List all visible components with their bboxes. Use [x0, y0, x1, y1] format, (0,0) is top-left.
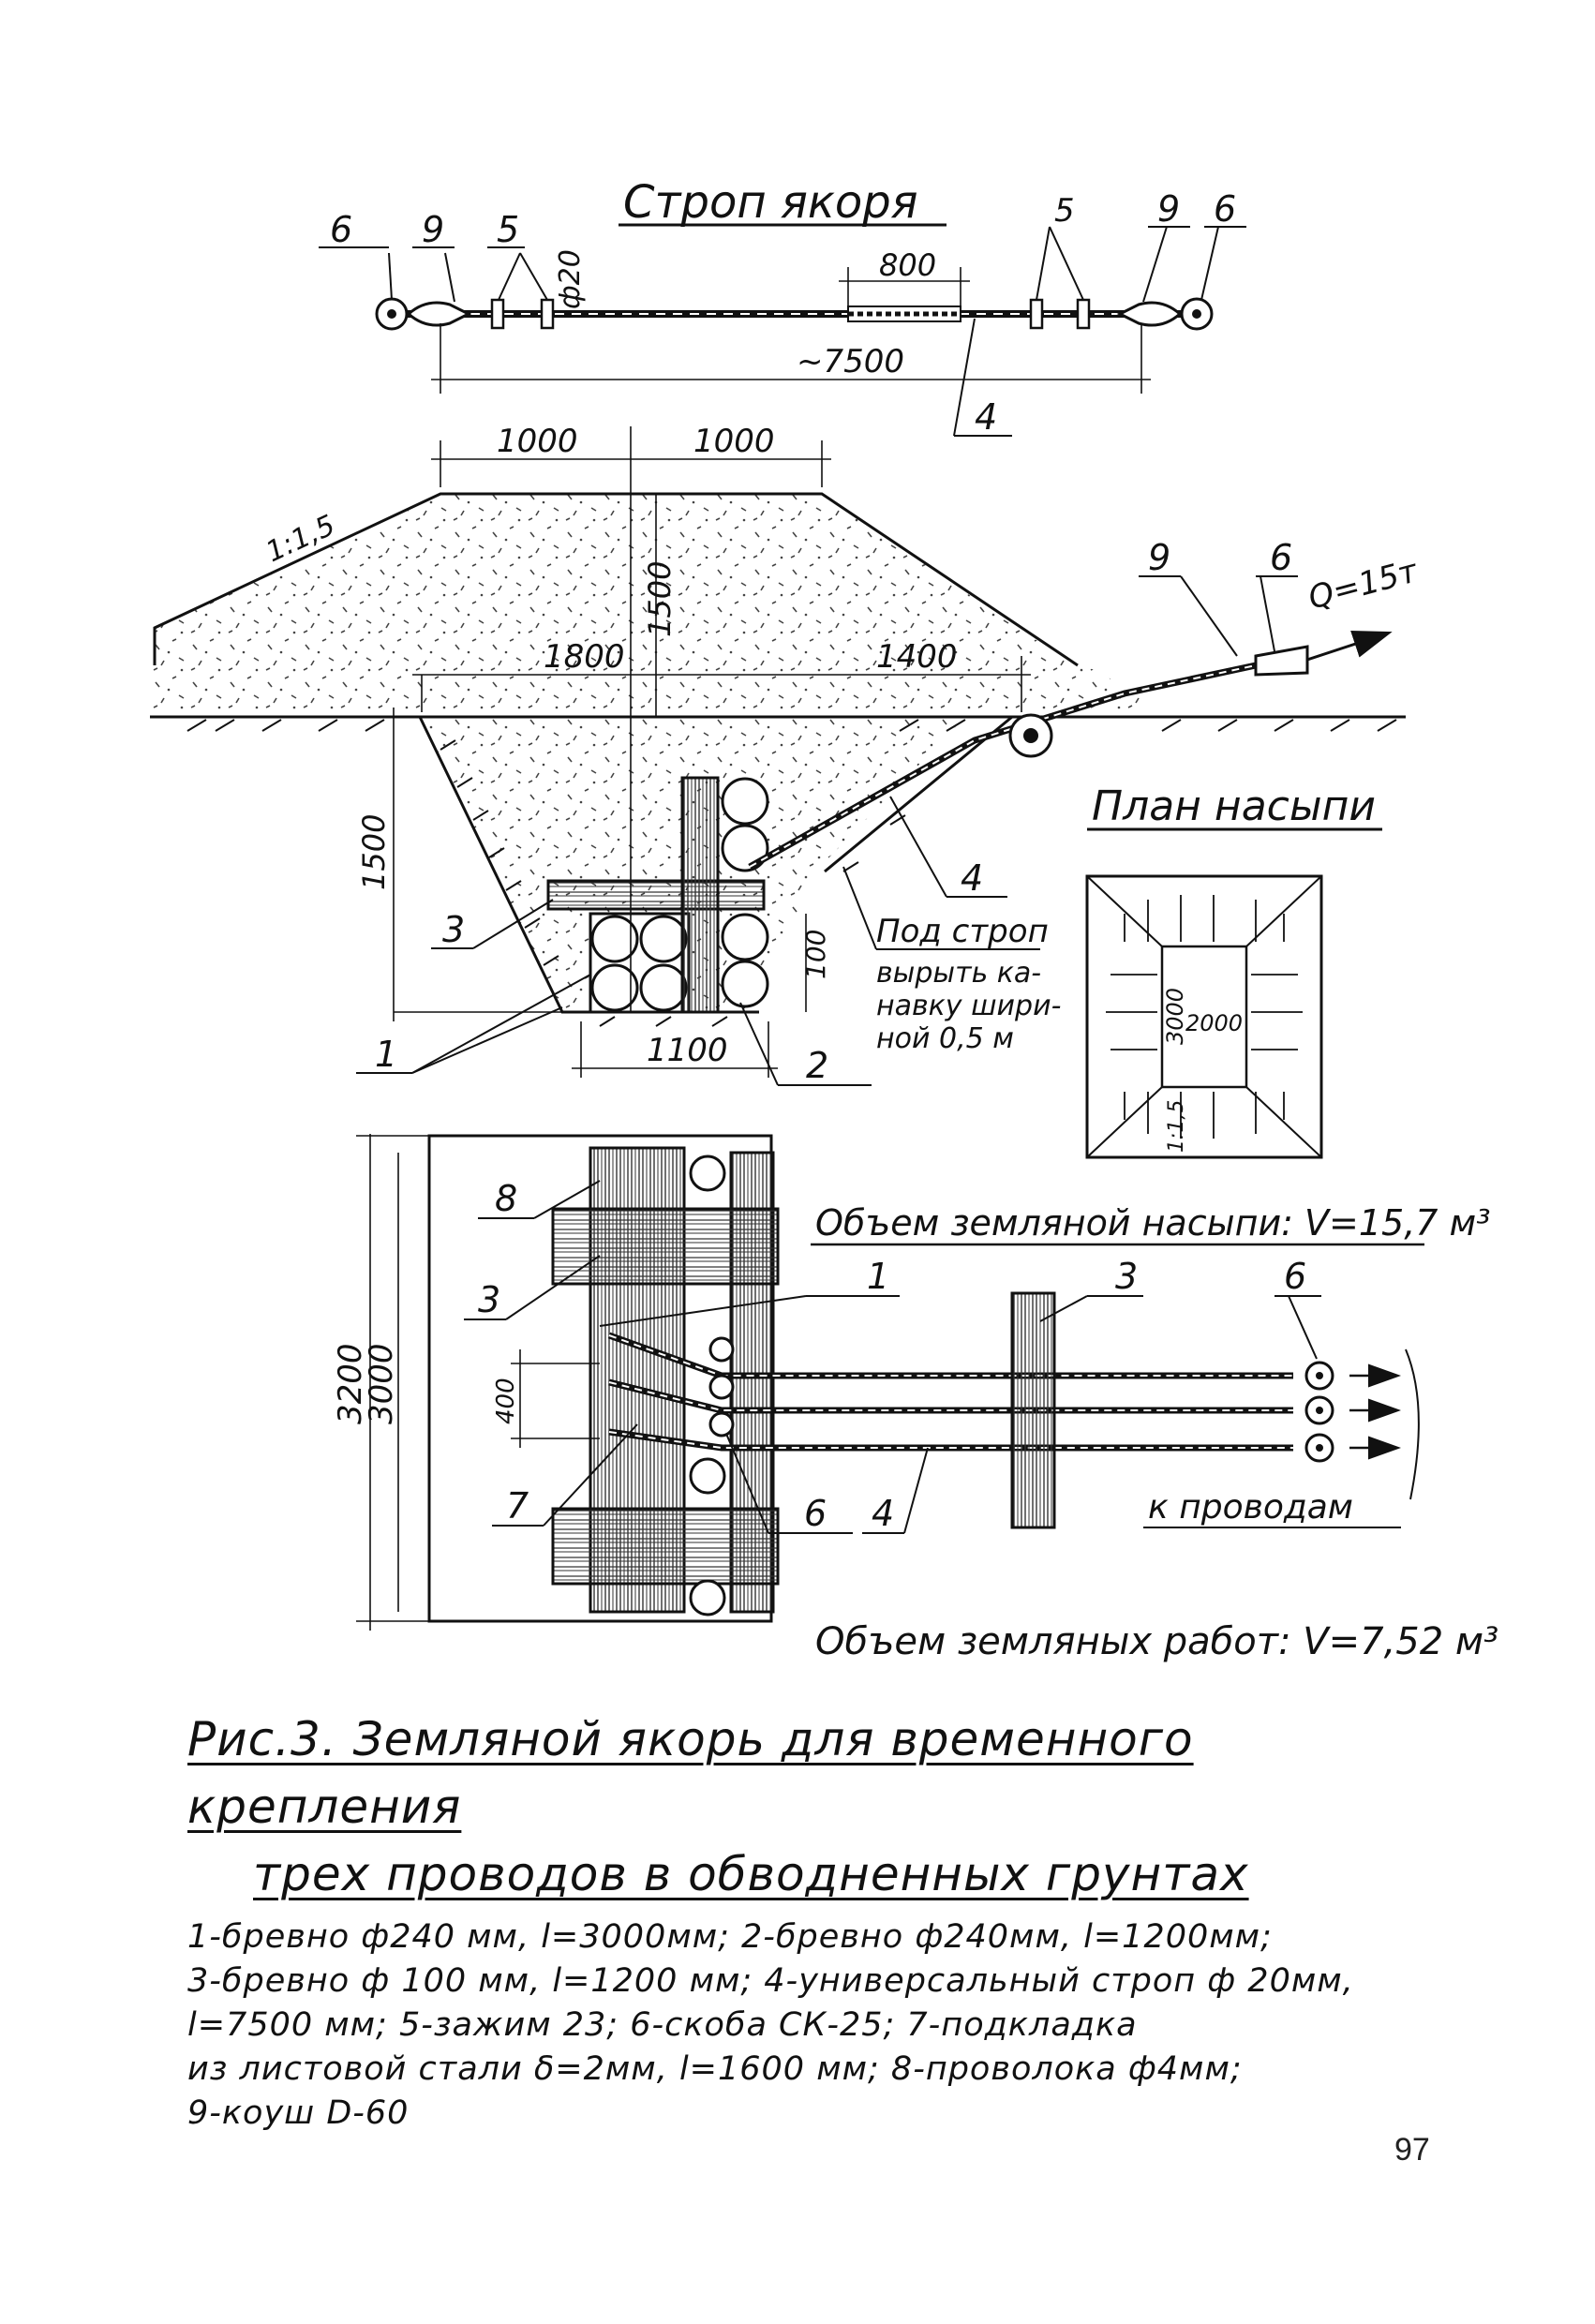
- sling-label-6-right: 6: [1214, 188, 1236, 230]
- plan-dim-2000: 2000: [1185, 1010, 1243, 1036]
- anchor-to-wires: к проводам: [1148, 1488, 1353, 1527]
- log-3-far: [1010, 1291, 1056, 1529]
- clamp-left-2: [540, 298, 555, 330]
- log-bundle-1: [589, 912, 691, 1014]
- plan-outer: [1085, 874, 1323, 1159]
- sling-view: Строп якоря 6 9 5 ф20 5 9: [319, 176, 1246, 438]
- section-dim-1800: 1800: [544, 638, 625, 676]
- section-label-9: 9: [1148, 537, 1170, 578]
- section-label-6: 6: [1270, 537, 1292, 578]
- cross-section-view: 1000 1000 1:1,5 1500 1800 1400 1500 100 …: [150, 423, 1423, 1086]
- section-dim-1500-top: 1500: [642, 561, 678, 637]
- log-3-top: [551, 1207, 780, 1286]
- anchor-dim-400: 400: [492, 1378, 520, 1424]
- section-dim-1400: 1400: [876, 638, 958, 676]
- section-label-3: 3: [442, 909, 465, 950]
- section-note: Под строп вырыть ка- навку шири- ной 0,5…: [842, 866, 1061, 1055]
- log-3-bottom: [551, 1507, 780, 1586]
- log-stack-2: [721, 777, 769, 1008]
- page-number: 97: [1394, 2132, 1430, 2168]
- section-dim-1100: 1100: [647, 1032, 728, 1069]
- figure-caption: Рис.3. Земляной якорь для временного кре…: [187, 1706, 1424, 2136]
- embankment-plan-view: План насыпи 3000 2000 1:1,5 Объем землян…: [811, 782, 1490, 1246]
- sling-label-5-left: 5: [497, 209, 519, 250]
- clamp-left-1: [490, 298, 505, 330]
- caption-title-line-1: Рис.3. Земляной якорь для временного кре…: [187, 1712, 1194, 1834]
- section-note-line-2: вырыть ка-: [876, 957, 1041, 990]
- sling-dim-800: 800: [879, 247, 936, 283]
- plan-inner: [1160, 945, 1248, 1089]
- anchor-volume: Объем земляных работ: V=7,52 м³: [815, 1620, 1498, 1663]
- anchor-plan-view: 3200 3000 400 8 3 1 3 6 7 6 4 к проводам…: [332, 1134, 1498, 1663]
- section-dim-100: 100: [800, 930, 831, 979]
- section-dim-1000-right: 1000: [693, 423, 775, 460]
- thimble-left: [406, 301, 472, 327]
- sling-label-5-right: 5: [1054, 192, 1075, 230]
- anchor-label-1: 1: [867, 1256, 889, 1297]
- anchor-label-7: 7: [506, 1485, 529, 1527]
- anchor-label-4: 4: [872, 1493, 894, 1534]
- legend-line: 1-бревно ф240 мм, l=3000мм; 2-бревно ф24…: [187, 1918, 1273, 1956]
- plan-dim-3000: 3000: [1162, 988, 1188, 1045]
- section-load: Q=15т: [1304, 552, 1423, 618]
- section-note-line-1: Под строп: [876, 913, 1049, 950]
- sling-dim-7500: ~7500: [797, 343, 904, 380]
- sling-label-4: 4: [975, 396, 997, 438]
- section-label-1: 1: [375, 1034, 397, 1075]
- clamp-right-1: [1029, 298, 1044, 330]
- sling-label-9-left: 9: [422, 209, 444, 250]
- clamp-right-2: [1076, 298, 1091, 330]
- caption-legend: 1-бревно ф240 мм, l=3000мм; 2-бревно ф24…: [187, 1915, 1424, 2136]
- log-vertical: [680, 776, 720, 1014]
- section-dim-1000-left: 1000: [497, 423, 578, 460]
- section-rope: [748, 662, 1257, 871]
- anchor-label-6-bottom: 6: [804, 1493, 827, 1534]
- plan-slope: 1:1,5: [1165, 1100, 1188, 1153]
- plan-title: План насыпи: [1092, 782, 1376, 830]
- section-label-2: 2: [806, 1045, 828, 1086]
- anchor-dim-3200: 3200: [332, 1343, 369, 1424]
- log-3-section: [546, 879, 766, 911]
- sling-title: Строп якоря: [623, 176, 918, 229]
- anchor-label-8: 8: [495, 1178, 517, 1219]
- sling-diameter: ф20: [554, 249, 587, 309]
- section-note-line-3: навку шири-: [876, 990, 1061, 1022]
- embankment: [150, 494, 1153, 712]
- sling-label-6-left: 6: [330, 209, 352, 250]
- thimble-right: [1116, 301, 1183, 327]
- section-dim-1500-left: 1500: [356, 814, 392, 890]
- section-label-4: 4: [961, 857, 983, 899]
- plan-volume: Объем земляной насыпи: V=15,7 м³: [815, 1202, 1490, 1244]
- anchor-label-3-top: 3: [478, 1279, 500, 1320]
- anchor-label-3-far: 3: [1115, 1256, 1138, 1297]
- anchor-label-6-right: 6: [1284, 1256, 1306, 1297]
- legend-line: 9-коуш D-60: [187, 2094, 410, 2132]
- section-note-line-4: ной 0,5 м: [876, 1022, 1014, 1055]
- legend-line: из листовой стали δ=2мм, l=1600 мм; 8-пр…: [187, 2050, 1243, 2088]
- legend-line: 3-бревно ф 100 мм, l=1200 мм; 4-универса…: [187, 1962, 1354, 2000]
- anchor-dim-3000: 3000: [363, 1343, 400, 1424]
- sling-label-9-right: 9: [1157, 188, 1180, 230]
- legend-line: l=7500 мм; 5-зажим 23; 6-скоба СК-25; 7-…: [187, 2006, 1138, 2044]
- caption-title-line-2: трех проводов в обводненных грунтах: [253, 1847, 1249, 1901]
